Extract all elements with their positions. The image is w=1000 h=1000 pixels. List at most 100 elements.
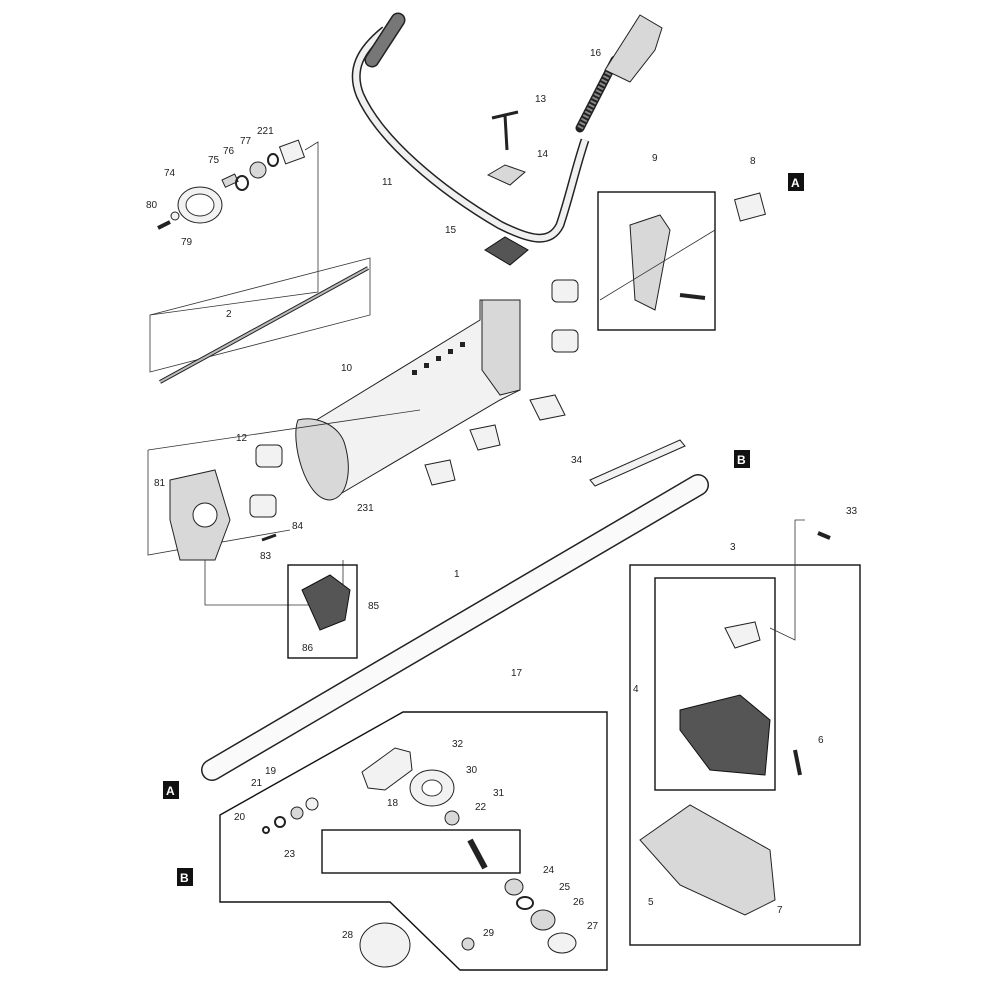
diagram-shape [421, 779, 443, 797]
part-number-label: 28 [342, 930, 354, 941]
part-number-label: 85 [368, 601, 380, 612]
part-labels: 16 13 14 11 9 8 221 77 76 75 74 80 79 15… [146, 48, 858, 941]
guard-4 [679, 694, 771, 776]
part-number-label: 80 [146, 200, 158, 211]
part-number-label: 16 [590, 48, 602, 59]
part-number-label: B [180, 871, 189, 885]
part-number-label: 26 [573, 897, 585, 908]
cushion-12 [255, 444, 283, 468]
diagram-shape [204, 560, 344, 606]
part-number-label: 34 [571, 455, 583, 466]
part-number-label: 4 [633, 684, 639, 695]
shaft-housing [295, 299, 521, 501]
ref-marker-b-bottom: B [177, 868, 193, 886]
cover-85 [301, 574, 351, 631]
diagram-shape [359, 922, 411, 968]
diagram-shape [192, 502, 218, 528]
clip-231 [424, 459, 456, 486]
part-number-label: 3 [730, 542, 736, 553]
box-9 [597, 191, 716, 331]
diagram-shape [290, 806, 304, 820]
part-number-label: A [166, 784, 175, 798]
gear-head [262, 747, 577, 968]
diagram-shape [267, 153, 279, 167]
box-85 [287, 564, 358, 659]
box-4 [654, 577, 776, 791]
diagram-shape [147, 409, 421, 556]
part-number-label: 24 [543, 865, 555, 876]
part-number-label: 15 [445, 225, 457, 236]
part-number-label: 6 [818, 735, 824, 746]
part-number-label: 84 [292, 521, 304, 532]
diagram-shape [444, 810, 460, 826]
part-number-label: A [791, 176, 800, 190]
sleeve-8 [733, 192, 767, 222]
part-number-label: 11 [382, 177, 393, 188]
clip [529, 394, 566, 421]
part-number-label: 83 [260, 551, 272, 562]
diagram-shape [412, 342, 465, 375]
part-number-label: 76 [223, 146, 235, 157]
part-number-label: 13 [535, 94, 547, 105]
diagram-shape [235, 175, 249, 191]
diagram-shape [361, 747, 413, 791]
diagram-shape [412, 370, 417, 375]
part-number-label: 19 [265, 766, 277, 777]
diagram-shape [604, 14, 663, 83]
box-3 [629, 564, 861, 946]
diagram-shape [547, 932, 577, 954]
part-number-label: 7 [777, 905, 783, 916]
strip-34 [589, 439, 686, 487]
part-number-label: 14 [537, 149, 549, 160]
diagram-shape [185, 193, 215, 217]
diagram-shape [436, 356, 441, 361]
part-number-label: 22 [475, 802, 487, 813]
diagram-shape [530, 909, 556, 931]
diagram-shape [202, 475, 708, 780]
diagram-shape [504, 878, 524, 896]
part-number-label: 33 [846, 506, 858, 517]
diagram-shape [788, 173, 804, 191]
diagram-shape [448, 349, 453, 354]
ref-marker-a-bottom: A [163, 781, 179, 799]
part-number-label: 27 [587, 921, 599, 932]
ref-marker-b-top: B [734, 450, 750, 468]
diagram-shape [157, 220, 171, 230]
diagram-shape [177, 868, 193, 886]
part-number-label: 12 [236, 433, 248, 444]
diagram-shape [724, 621, 761, 649]
part-number-label: 20 [234, 812, 246, 823]
diagram-shape [262, 826, 270, 834]
part-number-label: 81 [154, 478, 166, 489]
diagram-shape [460, 342, 465, 347]
diagram-shape [159, 267, 369, 383]
diagram-shape [679, 293, 706, 300]
clip [469, 424, 501, 451]
part-number-label: 9 [652, 153, 658, 164]
part-number-label: 231 [357, 503, 374, 514]
part-number-label: 5 [648, 897, 654, 908]
part-number-label: 86 [302, 643, 314, 654]
diagram-shape [467, 838, 488, 870]
diagram-shape [769, 519, 805, 641]
diagram-shape [278, 139, 306, 165]
part-number-label: 31 [493, 788, 505, 799]
throttle-handle [575, 14, 663, 133]
diagram-shape [261, 533, 277, 542]
part-number-label: 75 [208, 155, 220, 166]
cushion [249, 494, 277, 518]
part-number-label: 32 [452, 739, 464, 750]
diagram-shape [249, 161, 267, 179]
diagram-shape [353, 27, 588, 242]
part-number-label: 79 [181, 237, 193, 248]
part-number-label: 23 [284, 849, 296, 860]
part-number-label: 30 [466, 765, 478, 776]
shaft-bracket [149, 257, 371, 373]
diagram-shape [221, 173, 239, 188]
part-number-label: 25 [559, 882, 571, 893]
diagram-shape [163, 781, 179, 799]
part-number-label: 1 [454, 569, 460, 580]
guard-5 [639, 804, 776, 916]
part-number-label: 17 [511, 668, 523, 679]
